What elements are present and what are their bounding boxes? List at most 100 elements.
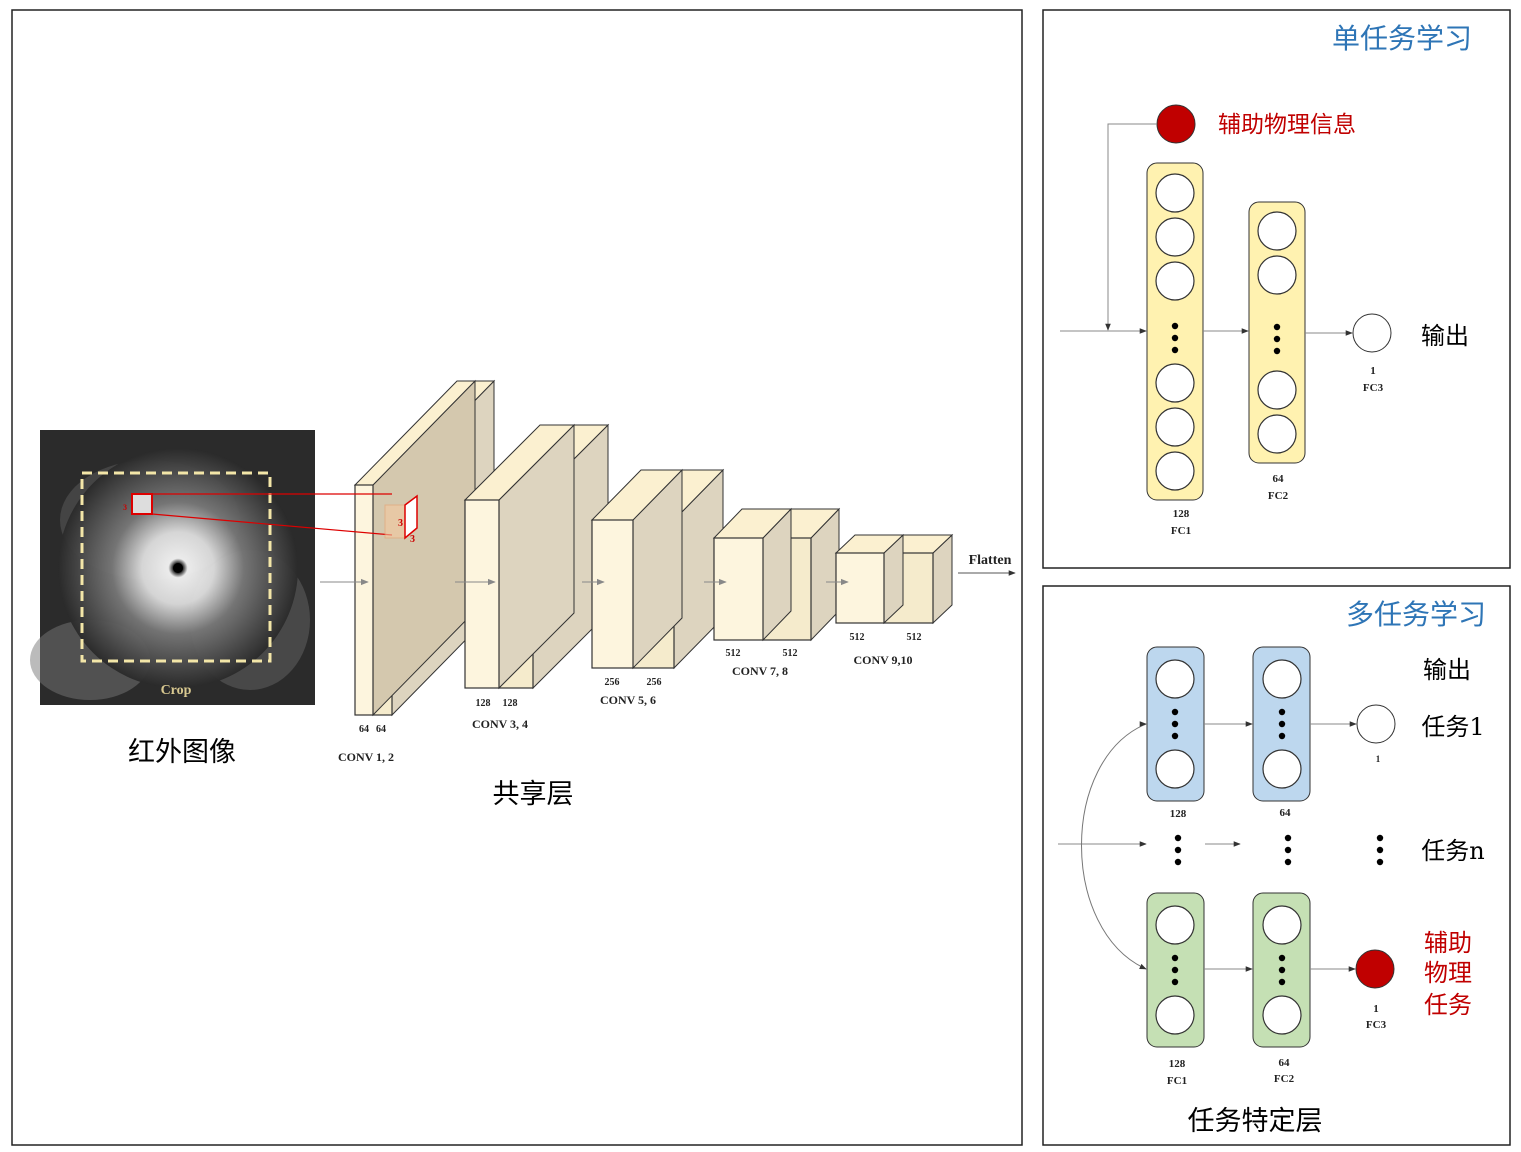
- svg-text:物理: 物理: [1424, 959, 1472, 987]
- conv-block-label: CONV 9,10: [853, 653, 912, 667]
- ellipsis-dot: [1171, 346, 1179, 354]
- conv-block-label: CONV 7, 8: [732, 664, 788, 678]
- ellipsis-dot: [1171, 732, 1179, 740]
- neuron-node: [1257, 211, 1297, 251]
- neuron-node: [1155, 217, 1195, 257]
- ellipsis-dot: [1278, 720, 1286, 728]
- channel-count: 256: [605, 677, 620, 688]
- svg-text:FC3: FC3: [1363, 382, 1384, 394]
- conv-slab: [834, 533, 905, 625]
- image-caption: 红外图像: [128, 737, 236, 768]
- svg-text:64: 64: [1280, 807, 1292, 819]
- kernel-projection: 3 3 3: [123, 493, 418, 545]
- channel-count: 512: [783, 648, 798, 659]
- neuron-node: [1155, 363, 1195, 403]
- channel-count: 512: [907, 632, 922, 643]
- neuron-node: [1155, 905, 1195, 945]
- svg-text:FC1: FC1: [1171, 525, 1191, 537]
- ellipsis-dot: [1284, 846, 1292, 854]
- neuron-node: [1155, 261, 1195, 301]
- fc1-layer: [1146, 162, 1204, 501]
- svg-text:64: 64: [1279, 1057, 1291, 1069]
- ellipsis-dot: [1171, 720, 1179, 728]
- neuron-node: [1262, 995, 1302, 1035]
- svg-text:128: 128: [1169, 1058, 1186, 1070]
- multi-task-title: 多任务学习: [1346, 598, 1486, 631]
- svg-text:FC2: FC2: [1268, 490, 1289, 502]
- neuron-node: [1257, 255, 1297, 295]
- svg-text:64: 64: [1273, 473, 1285, 485]
- neuron-node: [1155, 407, 1195, 447]
- task-specific-caption: 任务特定层: [1188, 1106, 1323, 1137]
- crop-box: [80, 471, 272, 663]
- ellipsis-dot: [1278, 708, 1286, 716]
- channel-count: 512: [850, 632, 865, 643]
- svg-text:FC3: FC3: [1366, 1019, 1387, 1031]
- neuron-node: [1155, 451, 1195, 491]
- svg-text:3: 3: [398, 518, 403, 529]
- channel-count: 64: [376, 724, 386, 735]
- svg-text:任务n: 任务n: [1421, 837, 1484, 865]
- ellipsis-dot: [1278, 954, 1286, 962]
- conv-slab: [590, 468, 684, 670]
- kernel-window: [131, 493, 153, 515]
- svg-text:128: 128: [1173, 508, 1190, 520]
- aux-output-node: [1355, 949, 1395, 989]
- neuron-node: [1257, 370, 1297, 410]
- svg-text:3: 3: [123, 503, 127, 512]
- conv-slab: [353, 379, 477, 717]
- svg-text:任务1: 任务1: [1421, 713, 1484, 741]
- flatten-label: Flatten: [969, 553, 1012, 568]
- svg-text:3: 3: [410, 534, 415, 545]
- svg-text:辅助: 辅助: [1424, 929, 1472, 957]
- single-task-panel: [1042, 9, 1511, 569]
- svg-text:1: 1: [1370, 365, 1376, 377]
- ellipsis-dot: [1171, 708, 1179, 716]
- ellipsis-dot: [1171, 322, 1179, 330]
- ellipsis-dot: [1278, 978, 1286, 986]
- ellipsis-dot: [1174, 846, 1182, 854]
- svg-text:任务: 任务: [1424, 991, 1472, 1019]
- channel-count: 512: [726, 648, 741, 659]
- aux-info-label: 辅助物理信息: [1218, 112, 1356, 138]
- channel-count: 128: [503, 698, 518, 709]
- svg-text:输出: 输出: [1423, 656, 1471, 684]
- shared-layer-panel: [11, 9, 1023, 1146]
- conv-block-label: CONV 5, 6: [600, 693, 656, 707]
- svg-text:FC2: FC2: [1274, 1073, 1295, 1085]
- neuron-node: [1155, 749, 1195, 789]
- neuron-node: [1155, 659, 1195, 699]
- neuron-node: [1257, 414, 1297, 454]
- ellipsis-dot: [1284, 834, 1292, 842]
- svg-text:FC1: FC1: [1167, 1075, 1187, 1087]
- svg-text:1: 1: [1373, 1003, 1379, 1015]
- conv-slab: [463, 423, 576, 690]
- svg-text:1: 1: [1376, 754, 1381, 764]
- ellipsis-dot: [1171, 978, 1179, 986]
- channel-count: 128: [476, 698, 491, 709]
- ellipsis-dot: [1284, 858, 1292, 866]
- ellipsis-dot: [1376, 834, 1384, 842]
- task1-output-node: [1356, 704, 1396, 744]
- svg-text:128: 128: [1170, 808, 1187, 820]
- ellipsis-dot: [1171, 966, 1179, 974]
- ellipsis-dot: [1278, 966, 1286, 974]
- conv-slab: [712, 507, 793, 642]
- shared-layer-caption: 共享层: [493, 779, 574, 810]
- ellipsis-dot: [1376, 846, 1384, 854]
- single-task-diagram: 单任务学习 辅助物理信息 输出 128 FC1 64 FC2 1 FC3: [1060, 22, 1472, 537]
- ellipsis-dot: [1273, 323, 1281, 331]
- ellipsis-dot: [1171, 954, 1179, 962]
- ellipsis-dot: [1174, 858, 1182, 866]
- ellipsis-dot: [1171, 334, 1179, 342]
- channel-count: 256: [647, 677, 662, 688]
- neuron-node: [1262, 905, 1302, 945]
- ellipsis-dot: [1376, 858, 1384, 866]
- ellipsis-dot: [1174, 834, 1182, 842]
- multi-task-diagram: 多任务学习 输出 任务1 任务n 辅助 物理 任务 128 64 1 128 F…: [1058, 598, 1486, 1137]
